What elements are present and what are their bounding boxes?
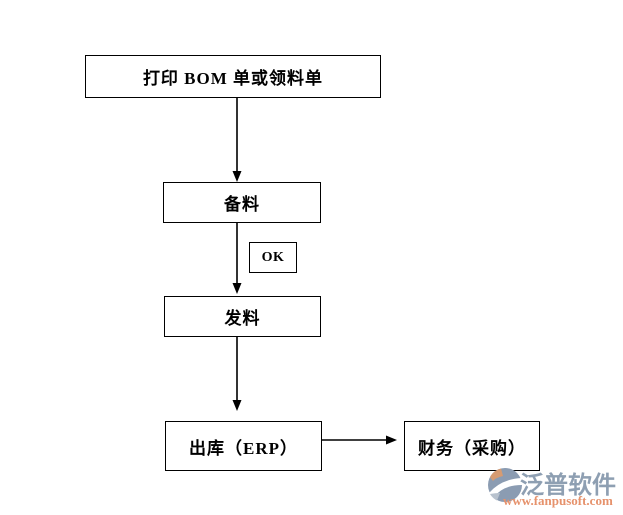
node-issue-material-label: 发料	[224, 309, 261, 328]
arrow-print-to-prepare	[232, 98, 242, 182]
node-finance-purchase-label: 财务（采购）	[418, 438, 526, 458]
node-print-bom-label: 打印 BOM 单或领料单	[142, 69, 324, 88]
arrow-prepare-to-issue	[232, 223, 242, 294]
arrow-issue-to-outbound	[232, 337, 242, 411]
node-ok-annotation: OK	[249, 242, 297, 273]
arrow-outbound-to-finance	[322, 435, 397, 445]
fanpu-watermark: 泛普软件 www.fanpusoft.com	[487, 465, 623, 515]
fanpu-logo-icon	[488, 468, 522, 502]
node-finance-purchase: 财务（采购）	[404, 421, 540, 471]
node-print-bom: 打印 BOM 单或领料单	[85, 55, 381, 98]
node-outbound-erp: 出库（ERP）	[165, 421, 322, 471]
node-prepare-material: 备料	[163, 182, 321, 223]
node-issue-material: 发料	[164, 296, 321, 337]
fanpu-url-text: www.fanpusoft.com	[503, 493, 613, 508]
node-outbound-erp-label: 出库（ERP）	[189, 438, 298, 458]
node-prepare-material-label: 备料	[224, 195, 260, 214]
node-ok-annotation-label: OK	[261, 249, 285, 265]
fanpu-brand-text: 泛普软件	[520, 473, 616, 499]
